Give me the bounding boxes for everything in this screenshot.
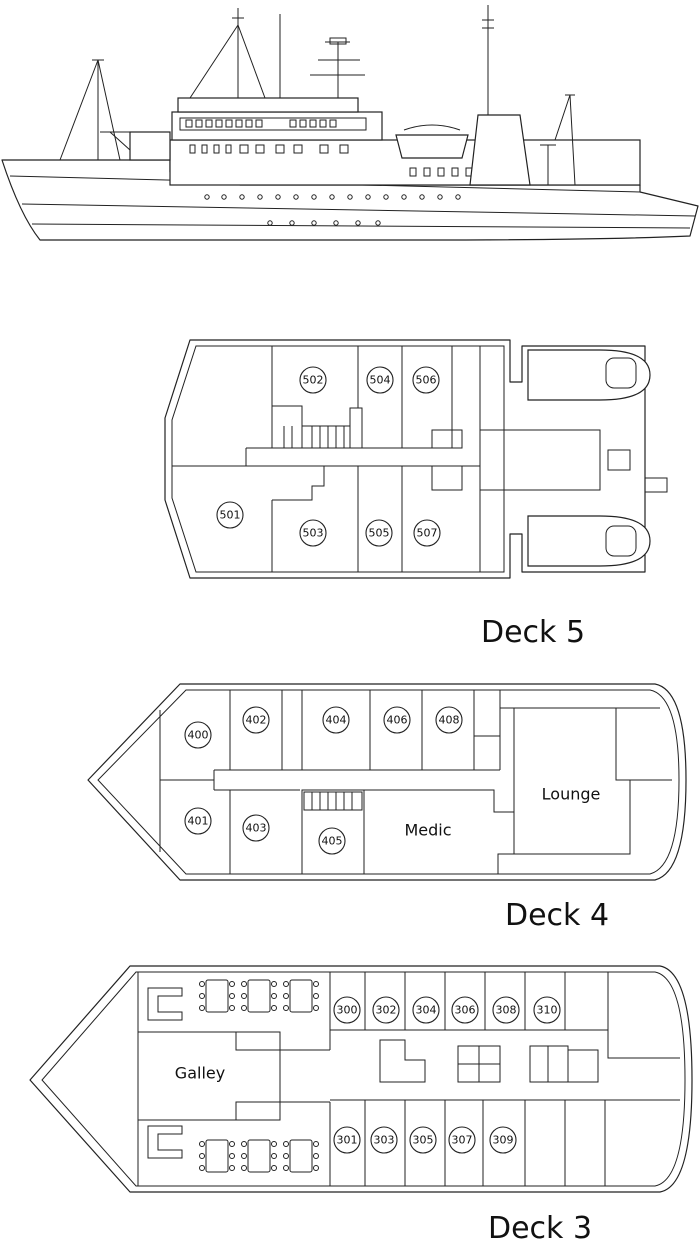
svg-text:304: 304 bbox=[416, 1004, 437, 1017]
svg-text:404: 404 bbox=[326, 714, 347, 727]
svg-text:306: 306 bbox=[455, 1004, 476, 1017]
svg-text:408: 408 bbox=[439, 714, 460, 727]
deck-5-cabin-506: 506 bbox=[412, 366, 440, 394]
svg-text:301: 301 bbox=[337, 1134, 358, 1147]
ship-profile-illustration bbox=[1, 5, 699, 241]
svg-text:305: 305 bbox=[413, 1134, 434, 1147]
deck-3-cabin-302: 302 bbox=[372, 996, 400, 1024]
deck-3-cabin-309: 309 bbox=[489, 1126, 517, 1154]
deck-5-cabin-501: 501 bbox=[216, 501, 244, 529]
svg-text:403: 403 bbox=[246, 822, 267, 835]
svg-text:505: 505 bbox=[369, 527, 390, 540]
deck-4-cabin-408: 408 bbox=[435, 706, 463, 734]
deck-5-cabin-502: 502 bbox=[299, 366, 327, 394]
deck-3-plan: 300 301 302 303 304 305 306 307 308 309 … bbox=[29, 965, 693, 1246]
svg-text:506: 506 bbox=[416, 374, 437, 387]
deck-4-lounge-label: Lounge bbox=[542, 785, 601, 804]
deck-5-cabin-503: 503 bbox=[299, 519, 327, 547]
deck-3-cabin-310: 310 bbox=[533, 996, 561, 1024]
svg-text:308: 308 bbox=[496, 1004, 517, 1017]
portholes bbox=[204, 194, 461, 226]
deck-5-plan: 501 502 503 504 505 506 507 Deck 5 bbox=[164, 339, 668, 650]
deck-3-cabin-303: 303 bbox=[370, 1126, 398, 1154]
svg-text:402: 402 bbox=[246, 714, 267, 727]
deck-4-cabin-404: 404 bbox=[322, 706, 350, 734]
deck-5-title: Deck 5 bbox=[481, 615, 585, 650]
dining-tables bbox=[199, 979, 319, 1173]
deck-5-cabin-505: 505 bbox=[365, 519, 393, 547]
deck-4-cabin-400: 400 bbox=[184, 721, 212, 749]
deck-4-cabin-405: 405 bbox=[318, 827, 346, 855]
bridge-windows bbox=[185, 119, 337, 128]
deck-3-cabin-308: 308 bbox=[492, 996, 520, 1024]
svg-text:309: 309 bbox=[493, 1134, 514, 1147]
deck-4-cabin-402: 402 bbox=[242, 706, 270, 734]
svg-text:502: 502 bbox=[303, 374, 324, 387]
deck-4-title-text: Deck 4 bbox=[505, 898, 609, 933]
svg-text:406: 406 bbox=[387, 714, 408, 727]
svg-text:310: 310 bbox=[537, 1004, 558, 1017]
svg-text:507: 507 bbox=[417, 527, 438, 540]
svg-text:503: 503 bbox=[303, 527, 324, 540]
svg-text:401: 401 bbox=[188, 815, 209, 828]
deck-5-cabin-504: 504 bbox=[366, 366, 394, 394]
deck-4-medic-label: Medic bbox=[404, 821, 451, 840]
deck-3-cabin-304: 304 bbox=[412, 996, 440, 1024]
deck-3-title: Deck 3 bbox=[488, 1211, 592, 1246]
svg-text:400: 400 bbox=[188, 729, 209, 742]
svg-text:405: 405 bbox=[322, 835, 343, 848]
deck-4-plan: 400 401 402 403 404 405 406 408 Medic Lo… bbox=[87, 683, 687, 933]
deck-3-cabin-306: 306 bbox=[451, 996, 479, 1024]
svg-text:303: 303 bbox=[374, 1134, 395, 1147]
deck-3-cabin-301: 301 bbox=[333, 1126, 361, 1154]
deck-5-cabin-507: 507 bbox=[413, 519, 441, 547]
deck-3-galley-label: Galley bbox=[175, 1064, 225, 1083]
svg-text:302: 302 bbox=[376, 1004, 397, 1017]
svg-text:504: 504 bbox=[370, 374, 391, 387]
deck-3-cabin-305: 305 bbox=[409, 1126, 437, 1154]
deck-4-cabin-401: 401 bbox=[184, 807, 212, 835]
deck-4-cabin-403: 403 bbox=[242, 814, 270, 842]
svg-text:300: 300 bbox=[337, 1004, 358, 1017]
deck-4-cabin-406: 406 bbox=[383, 706, 411, 734]
deck-3-cabin-300: 300 bbox=[333, 996, 361, 1024]
svg-text:307: 307 bbox=[452, 1134, 473, 1147]
svg-text:501: 501 bbox=[220, 509, 241, 522]
deck-3-cabin-307: 307 bbox=[448, 1126, 476, 1154]
